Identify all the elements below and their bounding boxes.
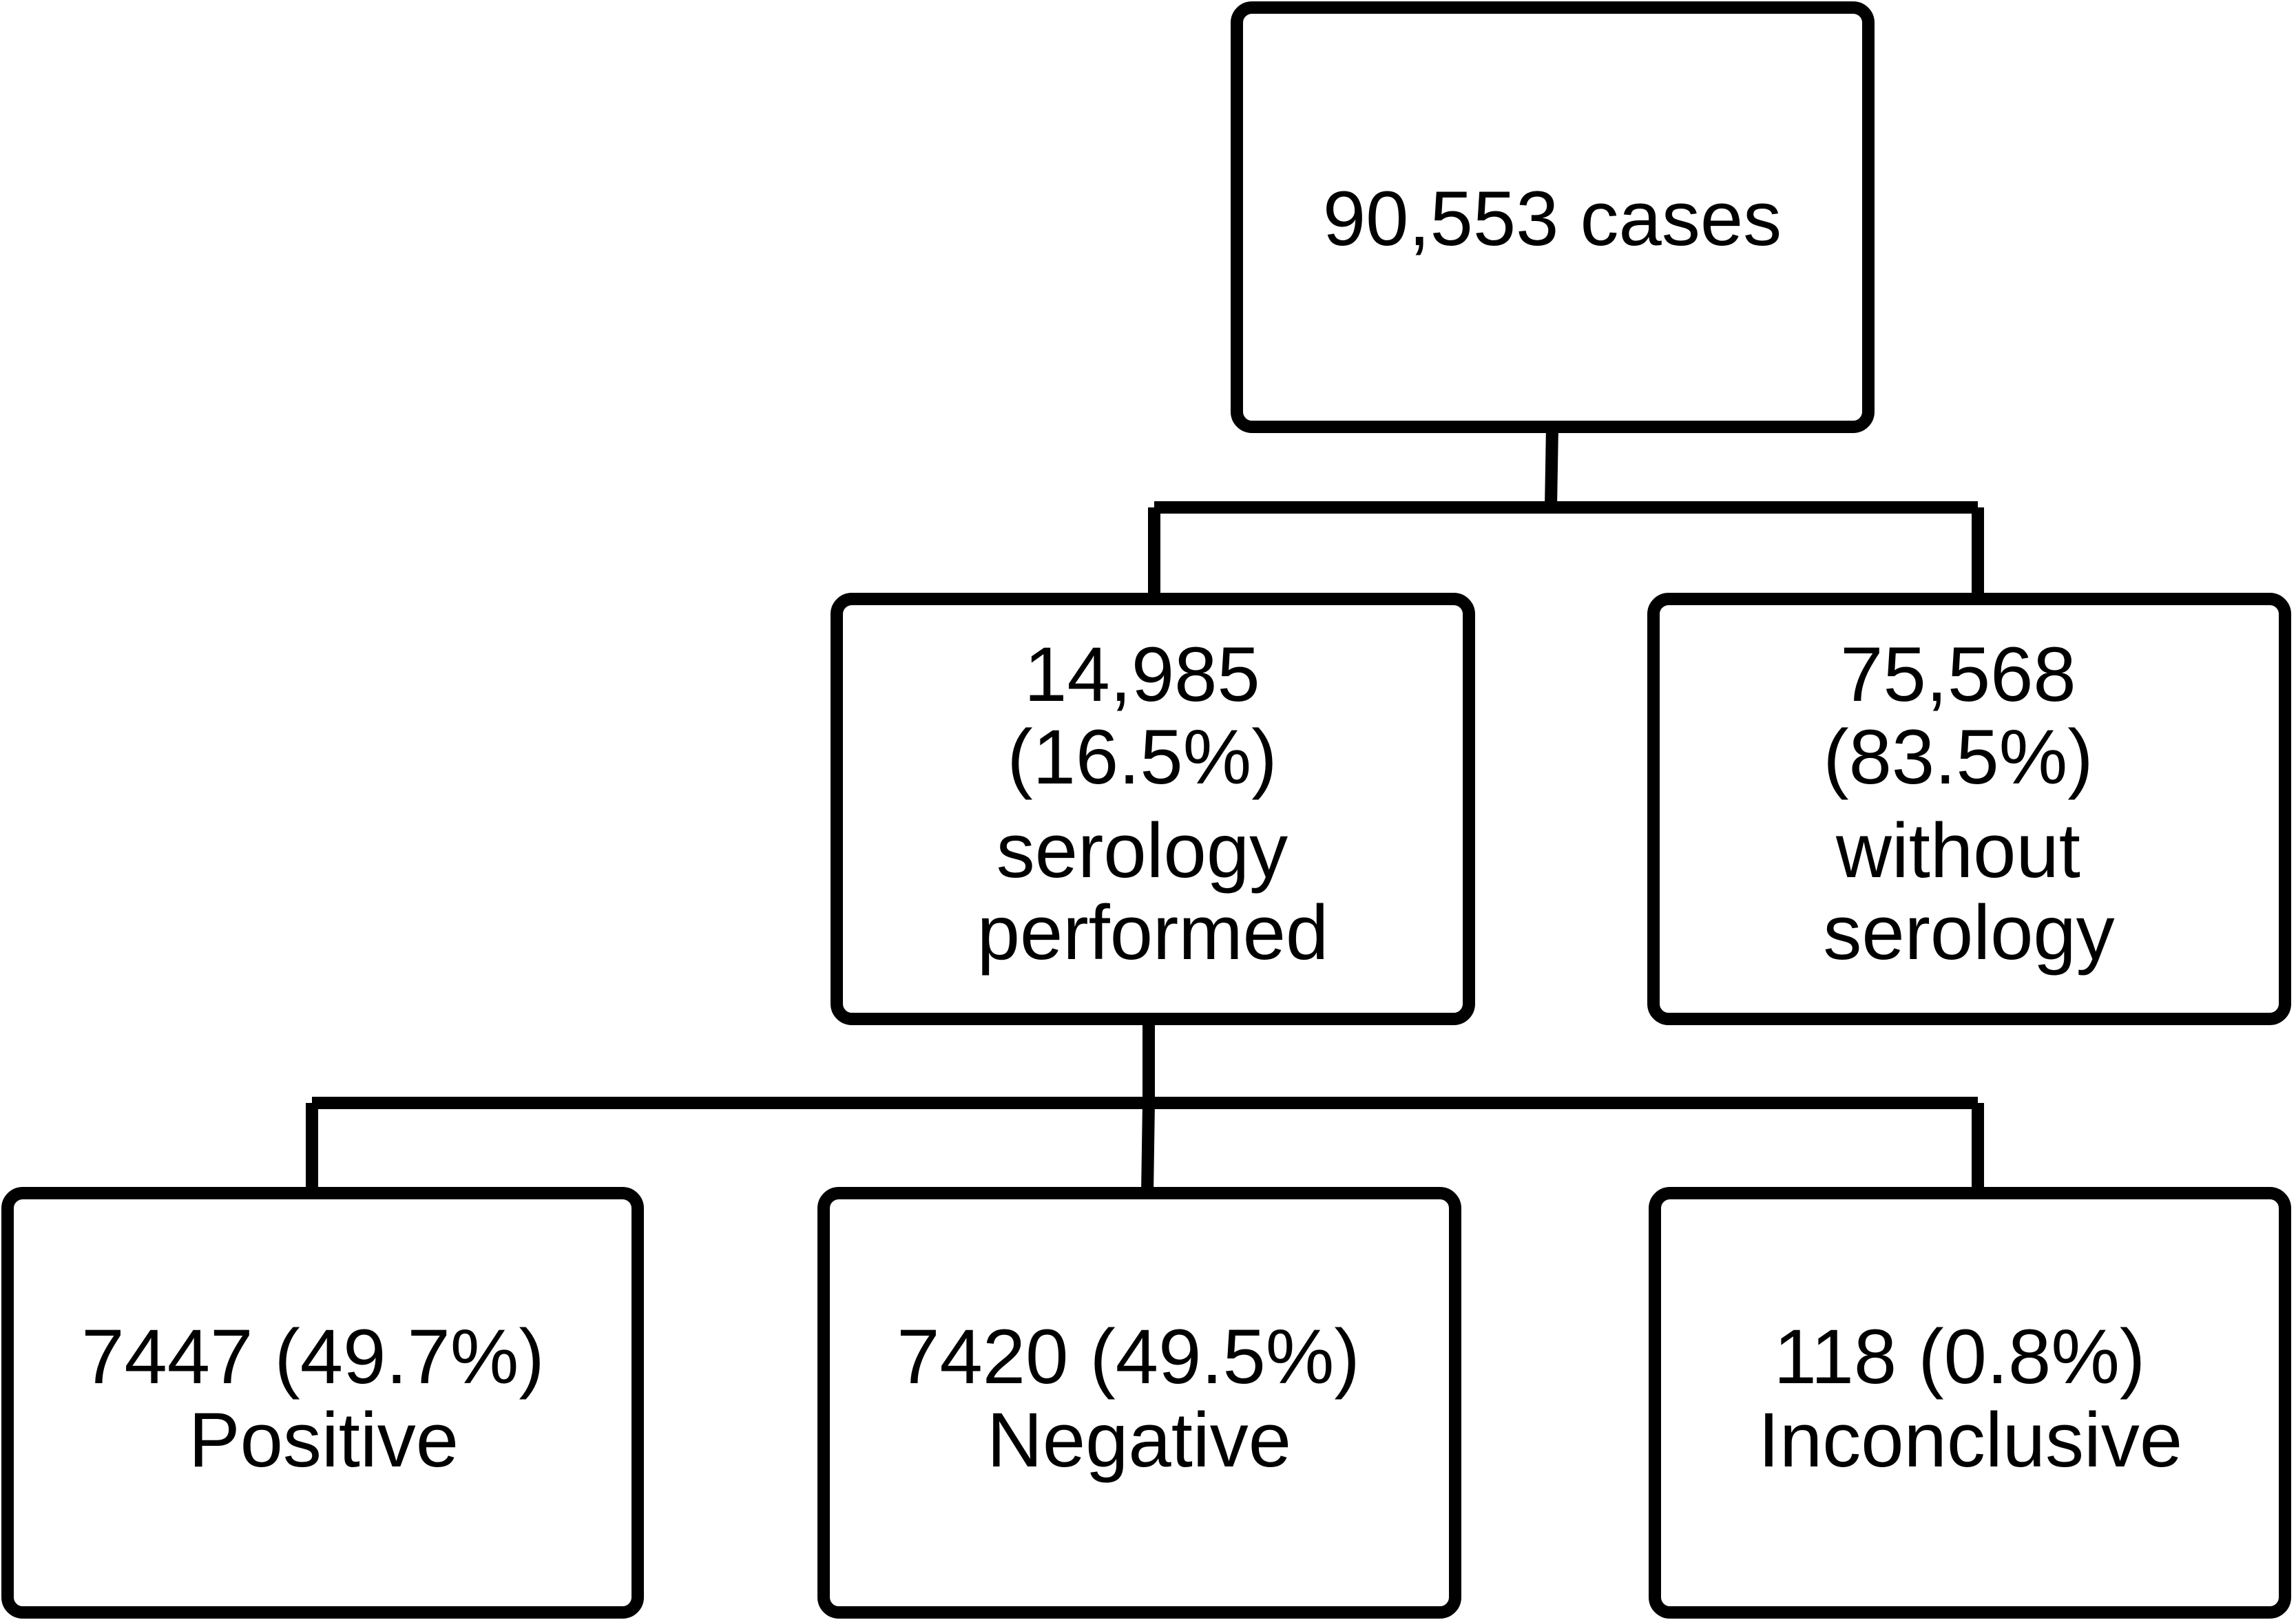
node-inconclusive-line-2: Inconclusive xyxy=(1758,1397,2182,1483)
node-without-serology-line-4: serology xyxy=(1823,890,2114,976)
node-serology-performed: 14,985 (16.5%) serology performed xyxy=(831,593,1475,1025)
node-serology-performed-line-1: 14,985 xyxy=(1024,631,1260,717)
node-inconclusive-line-1: 118 (0.8%) xyxy=(1774,1314,2146,1400)
node-negative-line-2: Negative xyxy=(987,1397,1291,1483)
node-serology-performed-line-2: (16.5%) xyxy=(1007,714,1277,800)
connectors-level-2 xyxy=(306,1019,1984,1194)
connector-total-stem xyxy=(1545,426,1558,508)
node-positive-line-2: Positive xyxy=(189,1397,459,1483)
node-without-serology-line-1: 75,568 xyxy=(1840,631,2076,717)
node-negative-box xyxy=(817,1187,1461,1619)
node-serology-performed-box xyxy=(831,593,1475,1025)
node-without-serology-line-2: (83.5%) xyxy=(1823,714,2093,800)
node-total-cases-label: 90,553 cases xyxy=(1323,176,1782,262)
node-inconclusive: 118 (0.8%) Inconclusive xyxy=(1649,1187,2291,1619)
node-positive-box xyxy=(1,1187,644,1619)
node-total-cases: 90,553 cases xyxy=(1231,1,1875,433)
connector-to-negative xyxy=(1141,1102,1155,1194)
node-without-serology-label: 75,568 (83.5%) without serology xyxy=(1823,631,2114,976)
node-serology-performed-label: 14,985 (16.5%) serology performed xyxy=(977,631,1328,976)
node-without-serology: 75,568 (83.5%) without serology xyxy=(1647,593,2291,1025)
node-total-cases-box xyxy=(1231,1,1875,433)
node-without-serology-box xyxy=(1647,593,2291,1025)
node-total-cases-line-1: 90,553 cases xyxy=(1323,176,1782,262)
node-negative: 7420 (49.5%) Negative xyxy=(817,1187,1461,1619)
node-positive-label: 7447 (49.7%) Positive xyxy=(81,1314,566,1483)
node-serology-performed-line-4: performed xyxy=(977,890,1328,976)
node-positive-line-1: 7447 (49.7%) xyxy=(81,1314,544,1400)
connectors-level-1 xyxy=(1148,426,1984,599)
node-inconclusive-box xyxy=(1649,1187,2291,1619)
node-inconclusive-label: 118 (0.8%) Inconclusive xyxy=(1758,1314,2182,1483)
node-positive: 7447 (49.7%) Positive xyxy=(1,1187,644,1619)
node-without-serology-line-3: without xyxy=(1835,808,2080,894)
node-serology-performed-line-3: serology xyxy=(996,808,1288,894)
node-negative-label: 7420 (49.5%) Negative xyxy=(897,1314,1381,1483)
node-negative-line-1: 7420 (49.5%) xyxy=(897,1314,1359,1400)
